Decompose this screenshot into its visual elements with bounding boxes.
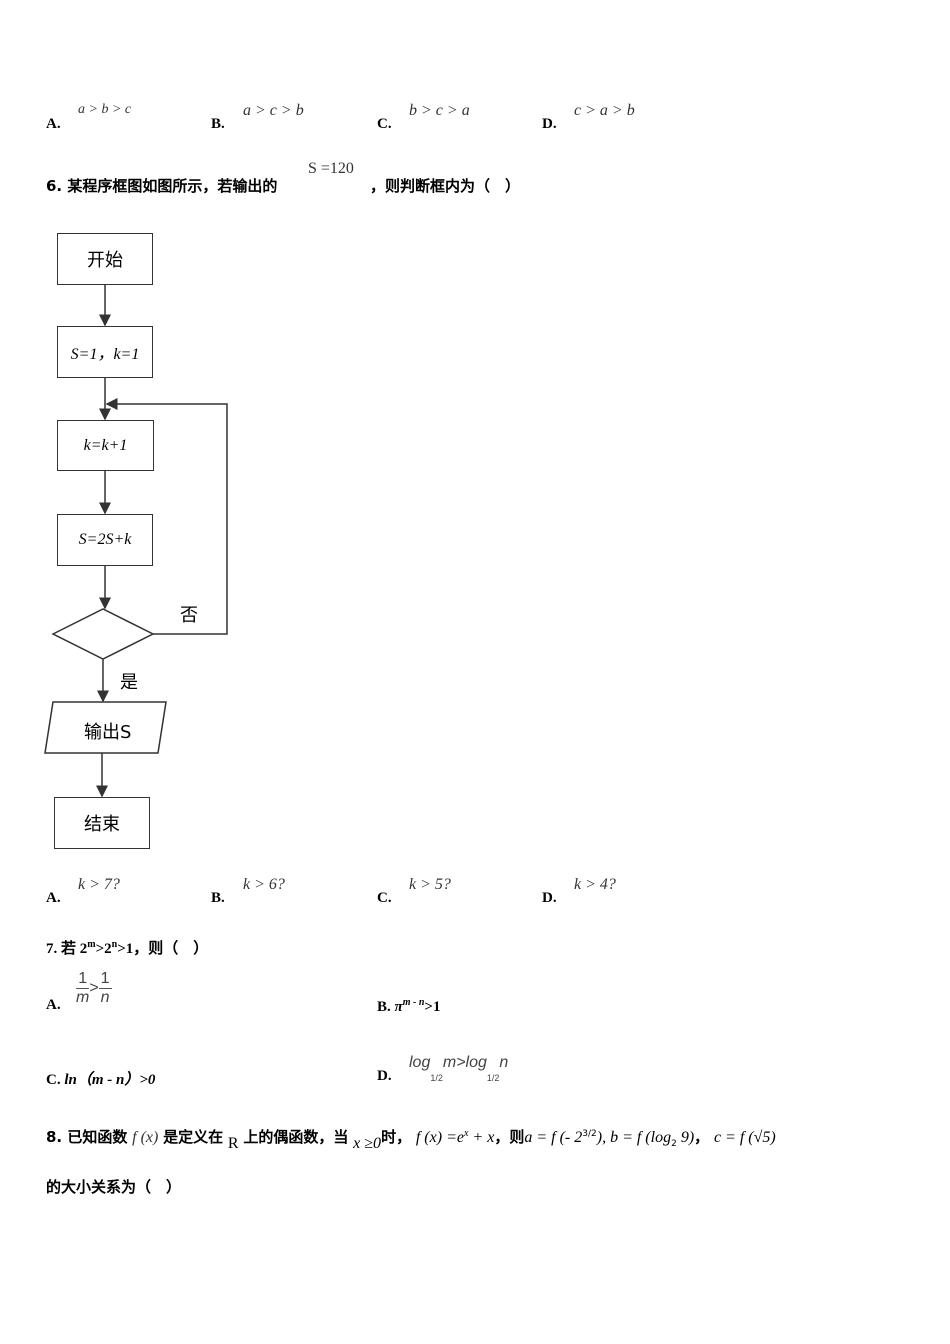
q7-stem-exp-m: m [87, 939, 96, 950]
q5-option-d-label: D. [542, 116, 557, 132]
q8-p1: 8. 已知函数 [46, 1128, 128, 1146]
q5-option-b-label: B. [211, 116, 225, 132]
q7-option-a-label: A. [46, 997, 61, 1013]
loop-back-arrow [105, 398, 228, 635]
q7-stem-exp-n: n [111, 939, 118, 950]
q7-stem-suffix: >1，则（ ） [117, 941, 209, 957]
q8-p4: 时， [381, 1128, 412, 1146]
q6-option-a-text: k > 7? [78, 876, 120, 893]
q8-R: R [227, 1135, 239, 1152]
decision-diamond [51, 608, 155, 660]
q7-option-b-label: B. [377, 999, 391, 1015]
q8-p2: 是定义在 [163, 1128, 224, 1146]
log1-arg: m [442, 1054, 457, 1071]
frac2-den: n [100, 988, 110, 1006]
q8-a-exp: 3/2 [582, 1129, 597, 1139]
q7-stem: 7. 若 2m>2n>1，则（ ） [46, 937, 208, 958]
frac1-num: 1 [76, 970, 90, 989]
q8-b: , b = f (log [602, 1129, 672, 1146]
q5-option-a-text: a > b > c [78, 102, 132, 117]
log1: log [409, 1054, 431, 1071]
q6-stem-prefix: 6. 某程序框图如图所示，若输出的 [46, 177, 278, 195]
flow-init-box: S=1，k=1 [57, 326, 153, 378]
q7-option-c: C. ln（m - n）>0 [46, 1068, 155, 1089]
q7-option-d-expr: log1/2m>log1/2n [409, 1054, 509, 1083]
q6-option-d-text: k > 4? [574, 876, 616, 893]
frac1-den: m [76, 988, 90, 1006]
output-parallelogram [44, 701, 167, 754]
q7-a-op: > [89, 979, 99, 997]
q5-option-c-text: b > c > a [409, 102, 470, 119]
q5-option-b-text: a > c > b [243, 102, 304, 119]
q6-option-d-label: D. [542, 890, 557, 906]
q8-def: f (x) =e [415, 1129, 464, 1146]
q8-stem-line2: 的大小关系为（ ） [46, 1178, 182, 1196]
q8-b-sub: 2 [671, 1139, 677, 1149]
q6-option-b-label: B. [211, 890, 225, 906]
q7-option-c-text: ln（m - n）>0 [64, 1072, 156, 1088]
q5-option-d-text: c > a > b [574, 102, 635, 119]
q7-stem-mid: >2 [95, 941, 112, 957]
q8-p3: 上的偶函数，当 [243, 1128, 349, 1146]
q7-d-op: > [456, 1054, 466, 1071]
flow-yes-label: 是 [120, 672, 138, 693]
q5-option-a-label: A. [46, 116, 61, 132]
q7-b-rest: >1 [424, 999, 441, 1015]
q8-p5: ，则 [494, 1128, 525, 1146]
flowchart-connectors [44, 284, 228, 798]
log1-base: 1/2 [430, 1073, 443, 1084]
flow-end-box: 结束 [54, 797, 150, 849]
flow-output-label: 输出S [84, 722, 132, 743]
q6-stem-math: S =120 [308, 160, 354, 177]
log2-arg: n [499, 1054, 509, 1071]
q8-c: c = f (√5) [713, 1129, 776, 1146]
q8-fx: f (x) [132, 1129, 159, 1146]
log2: log [465, 1054, 487, 1071]
flow-no-label: 否 [180, 605, 198, 626]
q7-option-d-label: D. [377, 1068, 392, 1084]
q6-option-a-label: A. [46, 890, 61, 906]
q7-stem-prefix: 7. 若 2 [46, 941, 88, 957]
log2-base: 1/2 [486, 1073, 500, 1084]
q6-stem-suffix: ，则判断框内为（ ） [370, 177, 521, 195]
frac2-num: 1 [98, 970, 112, 989]
q8-a-end: ) [596, 1129, 603, 1146]
q7-b-exp: m - n [402, 997, 425, 1008]
q8-stem-line1: 8. 已知函数 f (x) 是定义在 R 上的偶函数，当 x ≥0时， f (x… [46, 1126, 776, 1152]
q8-b-end: 9) [676, 1129, 695, 1146]
q7-b-base: π [394, 999, 403, 1015]
flow-increment-box: k=k+1 [57, 420, 154, 471]
q6-option-b-text: k > 6? [243, 876, 285, 893]
q8-a: a = f (- 2 [524, 1129, 583, 1146]
q7-option-b: B. πm - n>1 [377, 997, 440, 1016]
q8-def-rest: + x [468, 1129, 495, 1146]
flow-update-s-box: S=2S+k [57, 514, 153, 566]
q8-def-exp: x [463, 1128, 469, 1139]
q8-p6: ， [694, 1128, 710, 1146]
q5-option-c-label: C. [377, 116, 392, 132]
q6-option-c-label: C. [377, 890, 392, 906]
flow-start-box: 开始 [57, 233, 153, 285]
q6-option-c-text: k > 5? [409, 876, 451, 893]
q7-option-c-label: C. [46, 1072, 61, 1088]
q8-cond: x ≥0 [353, 1135, 382, 1152]
